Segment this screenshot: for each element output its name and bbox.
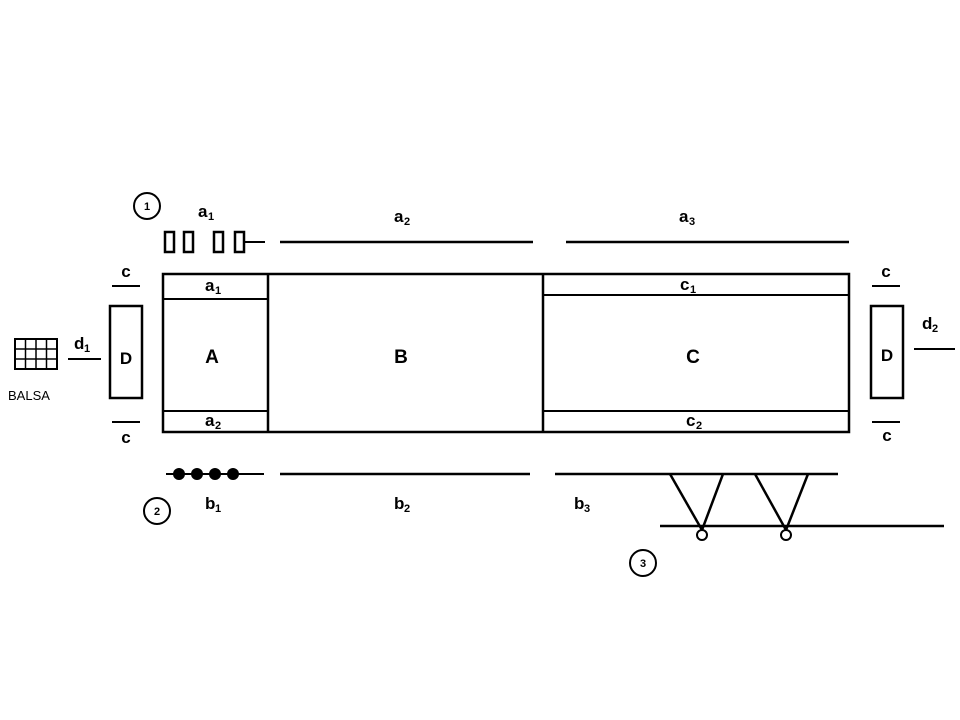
label-a3-top: a 3 bbox=[679, 207, 695, 228]
label-a3-top-base: a bbox=[679, 207, 689, 226]
label-b3-sub: 3 bbox=[584, 503, 590, 515]
b1-dots-symbol bbox=[166, 468, 264, 480]
right-assembly: c D c d 2 bbox=[869, 262, 955, 445]
balsa-grid-icon bbox=[14, 338, 58, 370]
label-b3-base: b bbox=[574, 494, 584, 513]
label-c1-inner-base: c bbox=[680, 275, 689, 294]
right-c-bottom: c bbox=[882, 426, 891, 445]
marker-1: 1 bbox=[133, 192, 161, 220]
label-b1-base: b bbox=[205, 494, 215, 513]
label-a1-inner-sub: 1 bbox=[215, 285, 221, 297]
label-a1-top-sub: 1 bbox=[208, 211, 214, 223]
label-a1-top-base: a bbox=[198, 202, 208, 221]
label-a2-inner-sub: 2 bbox=[215, 420, 221, 432]
label-d2-base: d bbox=[922, 314, 932, 333]
label-d2-sub: 2 bbox=[932, 323, 938, 335]
label-b3: b 3 bbox=[574, 494, 590, 515]
left-c-bottom: c bbox=[121, 428, 130, 447]
label-d1-sub: 1 bbox=[84, 343, 90, 355]
right-d-box bbox=[869, 304, 905, 400]
marker-3: 3 bbox=[629, 549, 657, 577]
right-d-label: D bbox=[881, 346, 893, 365]
marker-1-label: 1 bbox=[144, 201, 150, 213]
label-b2-base: b bbox=[394, 494, 404, 513]
left-c-top: c bbox=[121, 262, 130, 281]
label-a2-top: a 2 bbox=[394, 207, 410, 228]
main-block bbox=[161, 272, 851, 434]
section-A-label: A bbox=[205, 347, 219, 368]
label-a2-inner-base: a bbox=[205, 411, 215, 430]
label-a2-top-sub: 2 bbox=[404, 216, 410, 228]
label-b1-sub: 1 bbox=[215, 503, 221, 515]
right-c-top: c bbox=[881, 262, 890, 281]
left-assembly: c D c d 1 bbox=[68, 262, 144, 447]
label-c1-inner-sub: 1 bbox=[690, 284, 696, 296]
label-c2-inner: c 2 bbox=[686, 411, 702, 432]
section-C-label: C bbox=[686, 347, 700, 368]
label-c1-inner: c 1 bbox=[680, 275, 696, 296]
label-a2-top-base: a bbox=[394, 207, 404, 226]
a1-rectangles-symbol bbox=[163, 230, 265, 254]
label-a2-inner: a 2 bbox=[205, 411, 221, 432]
marker-2: 2 bbox=[143, 497, 171, 525]
label-b2-sub: 2 bbox=[404, 503, 410, 515]
label-a1-top: a 1 bbox=[198, 202, 214, 223]
label-b1: b 1 bbox=[205, 494, 221, 515]
balsa-label: BALSA bbox=[8, 388, 50, 403]
left-d-label: D bbox=[120, 349, 132, 368]
marker-2-label: 2 bbox=[154, 506, 160, 518]
truss-supports bbox=[660, 473, 944, 541]
label-b2: b 2 bbox=[394, 494, 410, 515]
marker-3-label: 3 bbox=[640, 558, 646, 570]
label-c2-inner-base: c bbox=[686, 411, 695, 430]
label-d1-base: d bbox=[74, 334, 84, 353]
label-a3-top-sub: 3 bbox=[689, 216, 695, 228]
section-B-label: B bbox=[394, 347, 408, 368]
left-d-box bbox=[108, 304, 144, 400]
label-a1-inner-base: a bbox=[205, 276, 215, 295]
label-a1-inner: a 1 bbox=[205, 276, 221, 297]
label-c2-inner-sub: 2 bbox=[696, 420, 702, 432]
